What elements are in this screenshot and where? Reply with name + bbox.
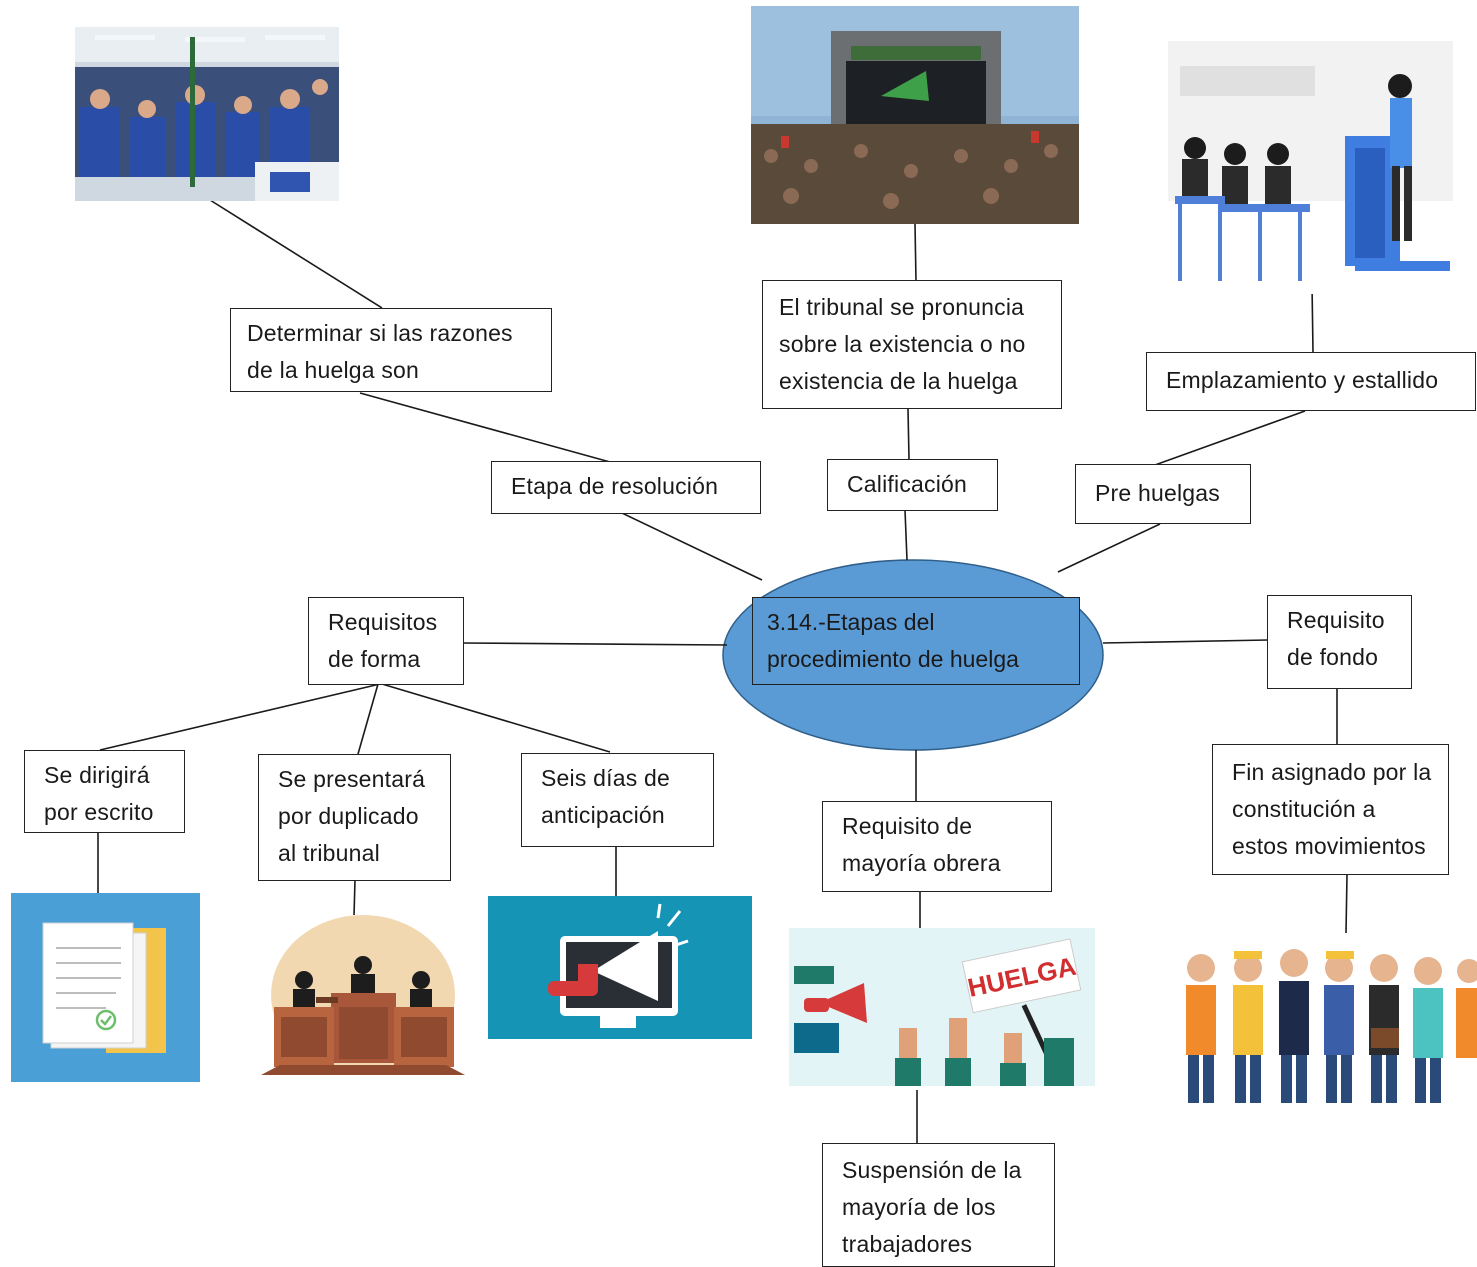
megaphone-monitor-illustration <box>488 896 752 1039</box>
protest-crowd-photo <box>75 27 339 201</box>
documents-icon <box>11 893 200 1082</box>
node-seis-dias: Seis días de anticipación <box>521 753 714 847</box>
node-requisito-fondo: Requisito de fondo <box>1267 595 1412 689</box>
node-se-dirigira: Se dirigirá por escrito <box>24 750 185 833</box>
huelga-protest-illustration: HUELGA <box>789 928 1095 1086</box>
node-suspension: Suspensión de la mayoría de los trabajad… <box>822 1143 1055 1267</box>
center-title: 3.14.-Etapas del procedimiento de huelga <box>752 597 1080 685</box>
line-emplaz-pre <box>1154 410 1306 466</box>
node-etapa-resolucion: Etapa de resolución <box>491 461 761 514</box>
line-photo3-emplaz <box>1311 283 1314 353</box>
node-emplazamiento: Emplazamiento y estallido <box>1146 352 1476 411</box>
line-center-fondo <box>1102 639 1269 644</box>
line-presentara-court <box>353 879 356 917</box>
rally-stage-photo <box>751 6 1079 224</box>
line-etapa-center <box>621 512 763 581</box>
line-determinar-etapa <box>359 392 611 463</box>
node-mayoria-obrera: Requisito de mayoría obrera <box>822 801 1052 892</box>
line-forma-seis <box>381 683 611 753</box>
line-forma-presentara <box>357 683 379 755</box>
line-forma-dirigira <box>99 683 381 751</box>
node-se-presentara: Se presentará por duplicado al tribunal <box>258 754 451 881</box>
workers-group-illustration <box>1176 933 1477 1111</box>
line-calif-center <box>904 509 908 561</box>
speaker-at-podium-illustration <box>1160 36 1455 294</box>
line-photo2-tribunal <box>914 223 917 282</box>
node-requisitos-forma: Requisitos de forma <box>308 597 464 685</box>
node-tribunal: El tribunal se pronuncia sobre la existe… <box>762 280 1062 409</box>
node-calificacion: Calificación <box>827 459 998 511</box>
court-judges-illustration <box>256 915 470 1077</box>
line-photo1-determinar <box>209 199 383 309</box>
line-forma-center <box>462 642 728 646</box>
line-tribunal-calif <box>907 408 910 460</box>
node-fin-asignado: Fin asignado por la constitución a estos… <box>1212 744 1449 875</box>
line-pre-center <box>1057 523 1161 573</box>
line-fin-workers <box>1345 874 1348 934</box>
node-pre-huelgas: Pre huelgas <box>1075 464 1251 524</box>
node-determinar: Determinar si las razones de la huelga s… <box>230 308 552 392</box>
